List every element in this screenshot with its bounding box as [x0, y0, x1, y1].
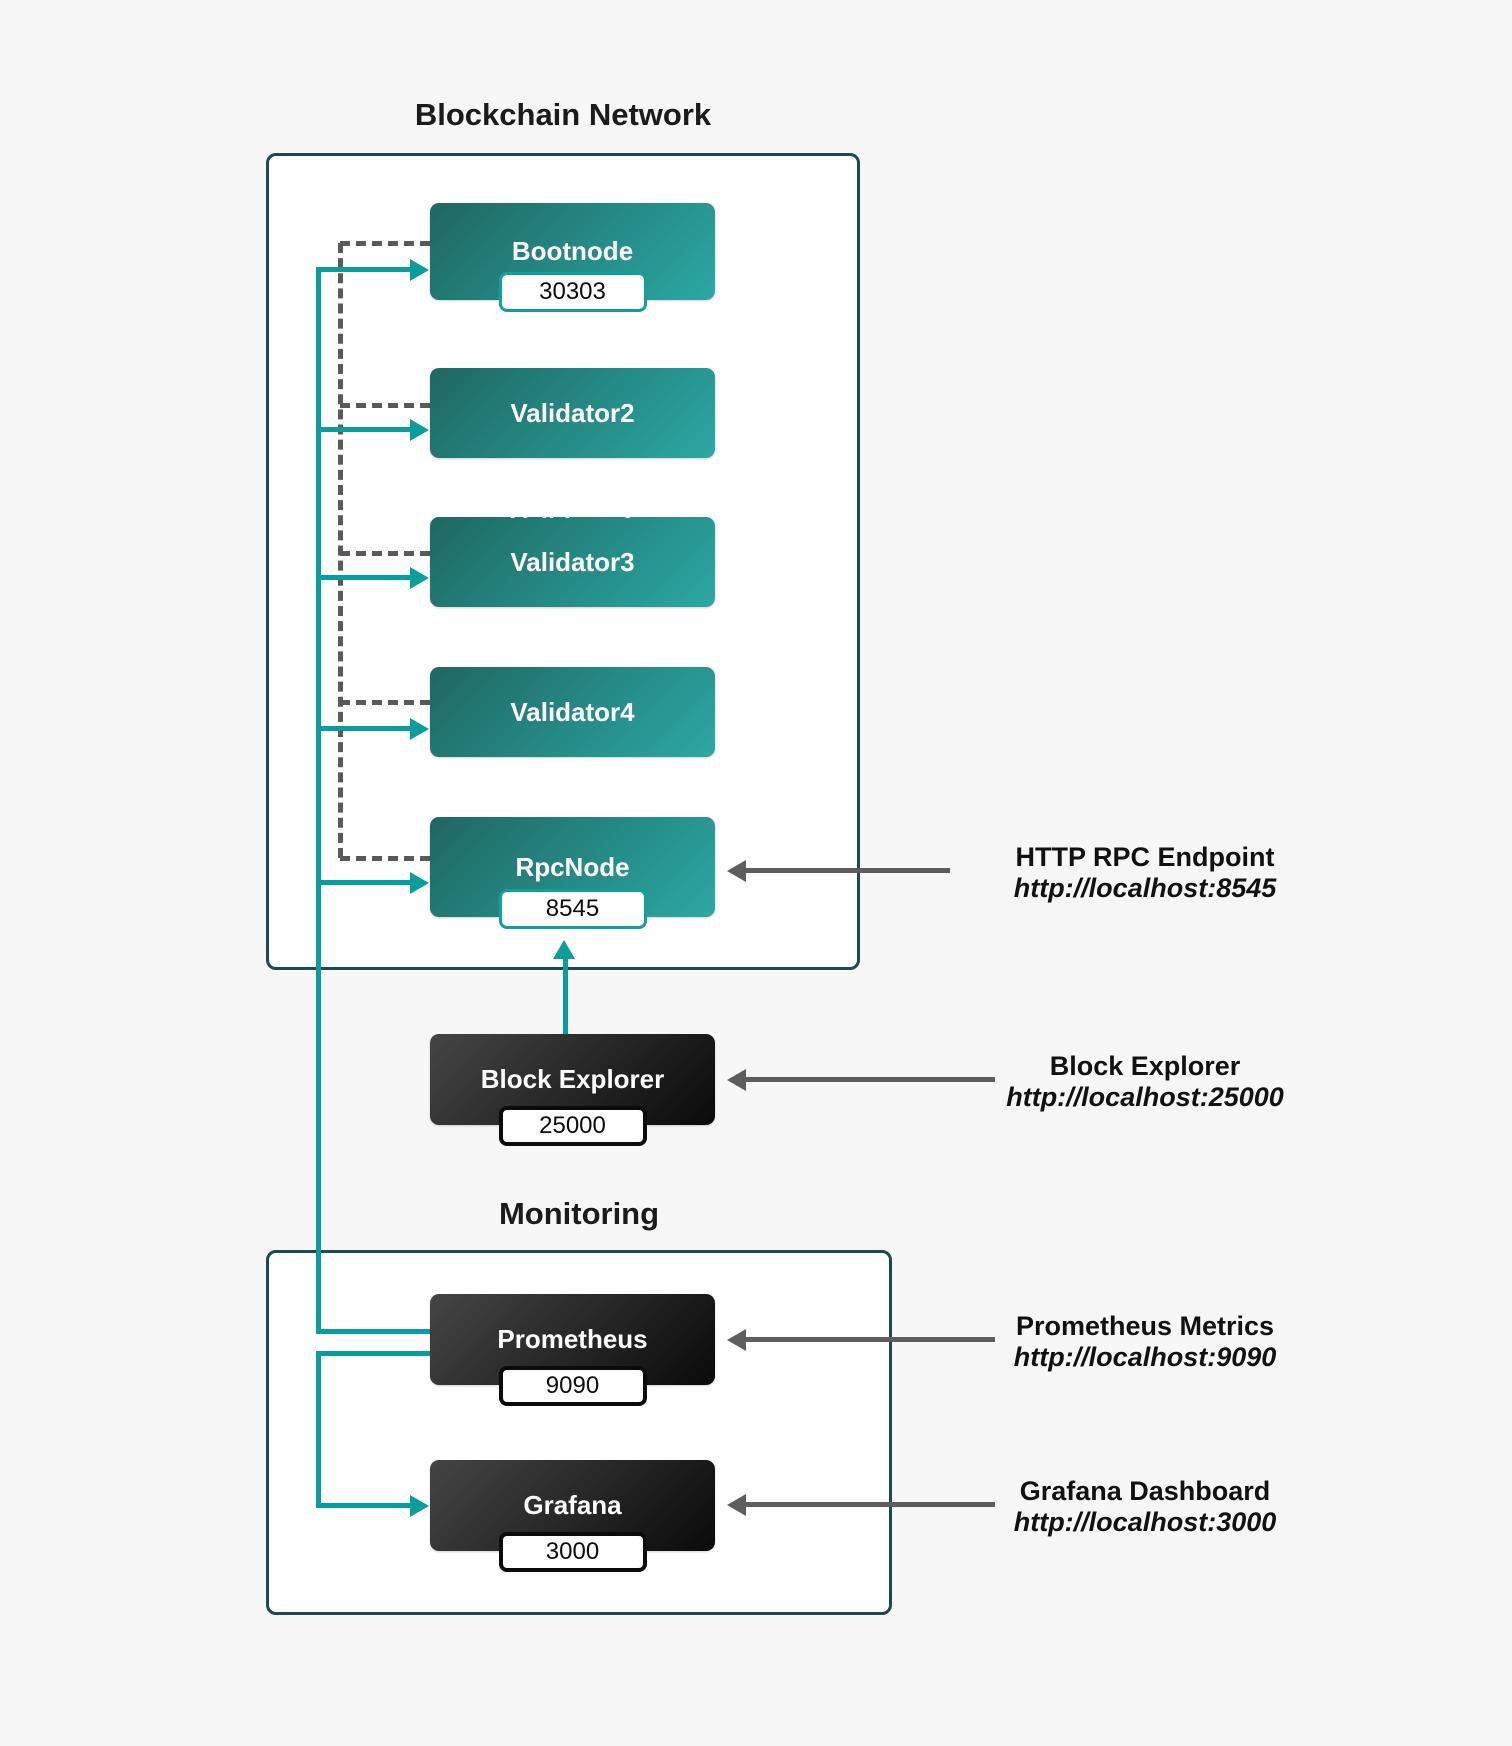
annotation-rpc-title: HTTP RPC Endpoint — [1015, 842, 1275, 872]
teal-line-prometheus-grafana-top — [316, 1351, 430, 1356]
arrowhead-bootnode-icon — [410, 259, 429, 281]
annotation-grafana-url: http://localhost:3000 — [1013, 1507, 1277, 1537]
gray-arrowhead-grafana-icon — [727, 1494, 746, 1516]
port-badge-prometheus: 9090 — [498, 1366, 647, 1406]
port-badge-bootnode: 30303 — [498, 272, 647, 312]
port-bootnode-value: 30303 — [539, 278, 606, 305]
teal-line-prometheus-grafana-vertical — [316, 1351, 321, 1508]
node-rpcnode-label: RpcNode — [515, 851, 630, 882]
node-validator4-label: Validator4 — [510, 696, 635, 727]
annotation-rpc: HTTP RPC Endpoint http://localhost:8545 — [950, 842, 1340, 904]
monitoring-title: Monitoring — [498, 1196, 660, 1231]
teal-arrow-line-validator2 — [316, 427, 410, 432]
annotation-blockexplorer-title: Block Explorer — [1049, 1051, 1241, 1081]
teal-arrow-line-grafana — [316, 1503, 410, 1508]
node-grafana-label: Grafana — [523, 1490, 622, 1520]
port-badge-grafana: 3000 — [498, 1532, 647, 1572]
arrowhead-up-blockexplorer-rpcnode-icon — [553, 940, 575, 959]
gray-arrow-prometheus — [745, 1337, 995, 1342]
dashed-connector-vertical — [338, 243, 343, 858]
dashed-connector-validator2 — [340, 403, 430, 408]
teal-arrow-line-rpcnode — [316, 880, 410, 885]
arrowhead-validator4-icon — [410, 718, 429, 740]
port-badge-rpcnode: 8545 — [498, 889, 647, 929]
node-prometheus-label: Prometheus — [497, 1324, 648, 1354]
dashed-connector-validator4 — [340, 700, 430, 705]
node-validator2: Validator2 — [430, 368, 715, 458]
gray-arrowhead-rpc-icon — [727, 860, 746, 882]
port-rpcnode-value: 8545 — [545, 895, 600, 922]
node-block-explorer-label: Block Explorer — [480, 1064, 665, 1094]
gray-arrow-blockexplorer — [745, 1077, 995, 1082]
gray-arrow-rpc — [745, 868, 950, 873]
node-validator4: Validator4 — [430, 667, 715, 757]
annotation-prometheus: Prometheus Metrics http://localhost:9090 — [950, 1311, 1340, 1373]
node-bootnode: Bootnode 30303 — [430, 203, 715, 312]
arrowhead-validator3-icon — [410, 567, 429, 589]
dashed-connector-bootnode — [340, 241, 430, 246]
node-grafana: Grafana 3000 — [430, 1460, 715, 1572]
arrowhead-grafana-icon — [410, 1495, 429, 1517]
teal-bus-vertical — [316, 268, 321, 1334]
annotation-prometheus-title: Prometheus Metrics — [1015, 1311, 1275, 1341]
annotation-grafana-title: Grafana Dashboard — [1019, 1476, 1271, 1506]
arrowhead-rpcnode-icon — [410, 872, 429, 894]
dashed-connector-validator3 — [340, 551, 430, 556]
port-block-explorer-value: 25000 — [539, 1112, 606, 1139]
port-prometheus-value: 9090 — [545, 1372, 600, 1399]
gray-arrowhead-blockexplorer-icon — [727, 1069, 746, 1091]
node-validator1-hidden: Validator1 — [430, 509, 715, 518]
dashed-connector-rpcnode — [340, 856, 430, 861]
arrowhead-validator2-icon — [410, 419, 429, 441]
teal-line-blockexplorer-rpcnode — [563, 957, 568, 1034]
annotation-prometheus-url: http://localhost:9090 — [1013, 1342, 1277, 1372]
node-validator3: Validator3 — [430, 517, 715, 607]
node-rpcnode: RpcNode 8545 — [430, 817, 715, 929]
teal-arrow-line-validator3 — [316, 575, 410, 580]
annotation-blockexplorer-url: http://localhost:25000 — [1006, 1082, 1284, 1112]
node-prometheus: Prometheus 9090 — [430, 1294, 715, 1406]
node-bootnode-label: Bootnode — [511, 236, 634, 266]
gray-arrowhead-prometheus-icon — [727, 1329, 746, 1351]
port-badge-block-explorer: 25000 — [498, 1106, 647, 1146]
annotation-blockexplorer: Block Explorer http://localhost:25000 — [950, 1051, 1340, 1113]
port-grafana-value: 3000 — [545, 1538, 600, 1565]
gray-arrow-grafana — [745, 1502, 995, 1507]
teal-line-into-prometheus — [316, 1329, 430, 1334]
node-validator3-label: Validator3 — [510, 546, 635, 577]
node-validator2-label: Validator2 — [510, 397, 635, 428]
annotation-grafana: Grafana Dashboard http://localhost:3000 — [950, 1476, 1340, 1538]
node-block-explorer: Block Explorer 25000 — [430, 1034, 715, 1146]
teal-arrow-line-bootnode — [316, 267, 410, 272]
teal-arrow-line-validator4 — [316, 726, 410, 731]
annotation-rpc-url: http://localhost:8545 — [1013, 873, 1277, 903]
blockchain-network-title: Blockchain Network — [414, 97, 712, 132]
